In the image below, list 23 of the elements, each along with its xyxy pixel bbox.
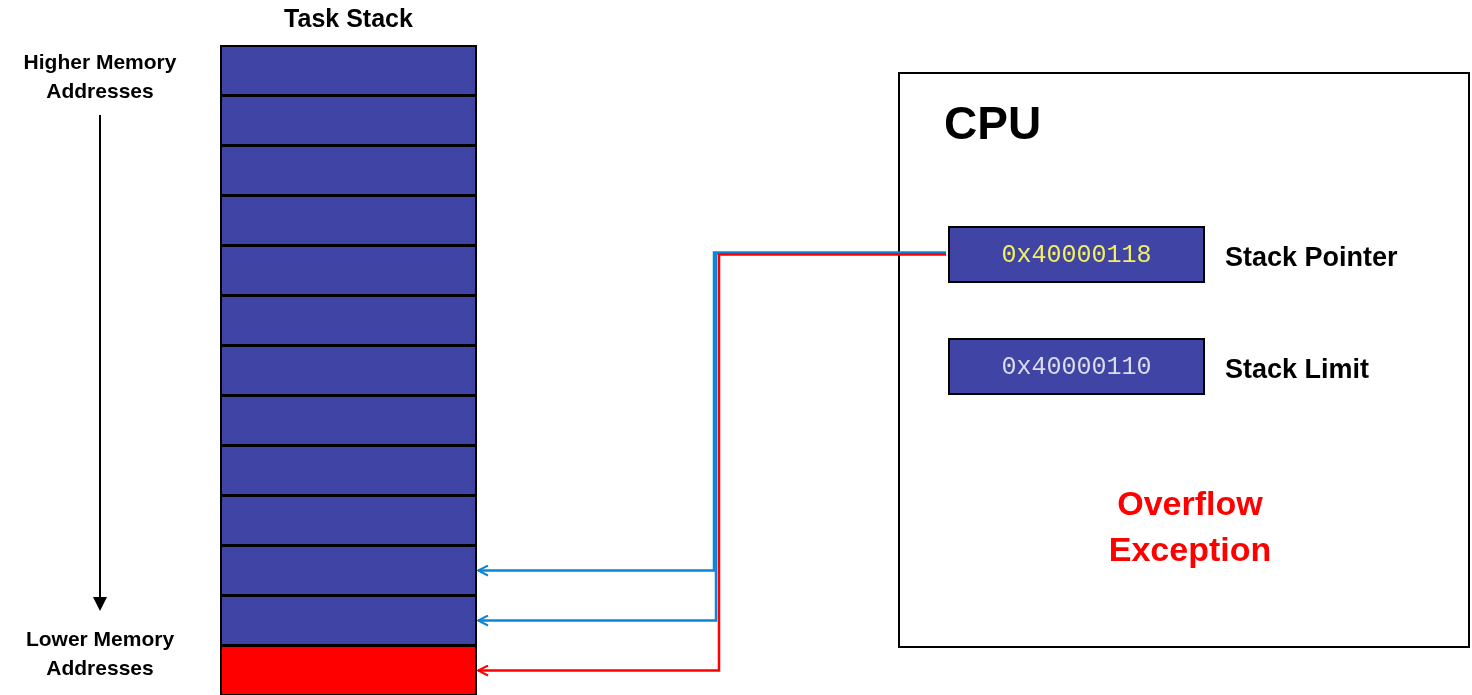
stack-cell	[220, 45, 477, 96]
stack-cell	[220, 145, 477, 196]
register-label: Stack Pointer	[1225, 242, 1398, 273]
stack-cell	[220, 345, 477, 396]
memory-label: Higher Memory Addresses	[22, 49, 178, 104]
cpu-box	[898, 72, 1470, 648]
register-value: 0x40000110	[1000, 353, 1153, 382]
stack-cell	[220, 495, 477, 546]
stack-cell	[220, 245, 477, 296]
memory-label: Lower Memory Addresses	[24, 626, 176, 681]
stack-cell	[220, 195, 477, 246]
cpu-title: CPU	[944, 96, 1042, 150]
stack-cell	[220, 595, 477, 646]
stack-cell	[220, 445, 477, 496]
stack-cell	[220, 95, 477, 146]
stack-cell	[220, 645, 477, 695]
stack-cell	[220, 395, 477, 446]
stack-cell	[220, 295, 477, 346]
stack-cell	[220, 545, 477, 596]
register-label: Stack Limit	[1225, 354, 1370, 385]
exception-text: Overflow Exception	[1107, 483, 1273, 570]
register-value: 0x40000118	[1000, 241, 1153, 270]
stack-title: Task Stack	[283, 4, 414, 33]
